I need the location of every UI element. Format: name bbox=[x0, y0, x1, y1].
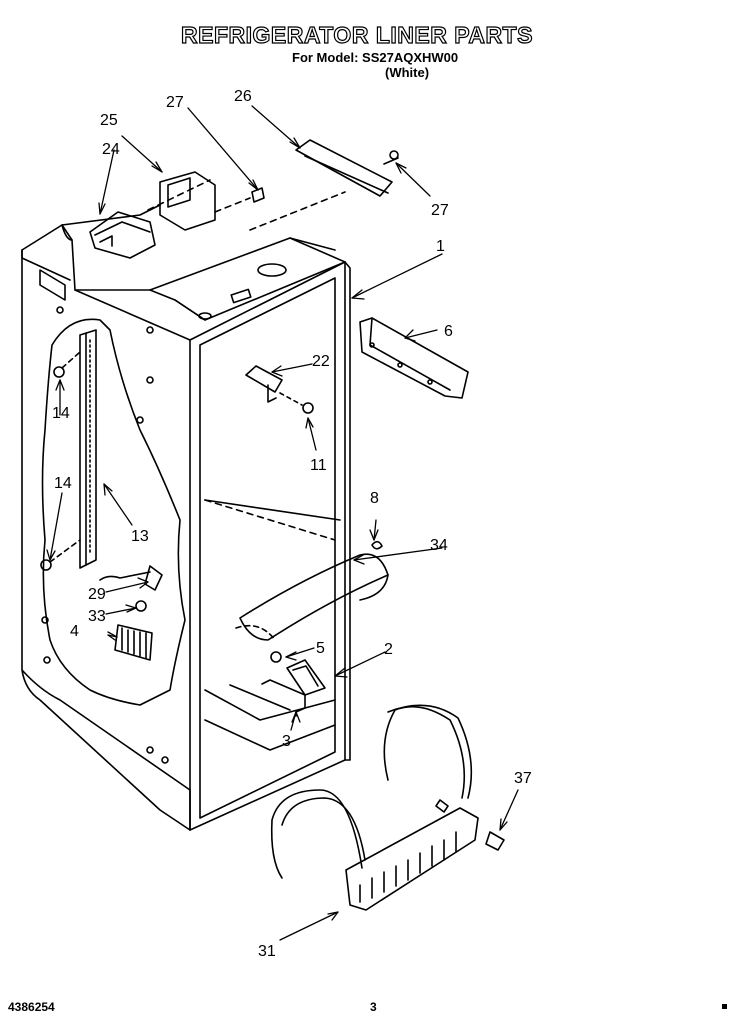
callout-31: 31 bbox=[258, 943, 276, 960]
callout-37: 37 bbox=[514, 770, 532, 787]
page-number: 3 bbox=[370, 1000, 377, 1014]
cabinet-liner bbox=[21, 204, 351, 831]
part-31-heater bbox=[270, 704, 505, 911]
callout-1: 1 bbox=[436, 238, 445, 255]
callout-2: 2 bbox=[384, 641, 393, 658]
callout-24: 24 bbox=[102, 141, 120, 158]
callout-8: 8 bbox=[370, 490, 379, 507]
part-26-bracket bbox=[249, 139, 399, 231]
callout-5: 5 bbox=[316, 640, 325, 657]
callout-29: 29 bbox=[88, 586, 106, 603]
callout-26: 26 bbox=[234, 88, 252, 105]
callout-6: 6 bbox=[444, 323, 453, 340]
part-6-trim bbox=[359, 317, 469, 399]
part-14-screws bbox=[40, 351, 81, 571]
callout-4: 4 bbox=[70, 623, 79, 640]
parts-4-29-33 bbox=[99, 565, 163, 661]
callout-27-upper: 27 bbox=[166, 94, 184, 111]
part-13-rail bbox=[79, 329, 97, 569]
callout-34: 34 bbox=[430, 537, 448, 554]
color-line: (White) bbox=[385, 65, 430, 80]
page-title: REFRIGERATOR LINER PARTS bbox=[180, 21, 533, 48]
callout-13: 13 bbox=[131, 528, 149, 545]
model-line: For Model: SS27AQXHW00 bbox=[292, 50, 459, 65]
document-number: 4386254 bbox=[8, 1000, 55, 1014]
corner-mark bbox=[722, 1004, 727, 1009]
callout-22: 22 bbox=[312, 353, 330, 370]
callout-27-right: 27 bbox=[431, 202, 449, 219]
callout-14-lower: 14 bbox=[54, 475, 72, 492]
callout-labels: 1 2 3 4 5 6 8 11 13 14 14 22 24 25 26 27… bbox=[52, 88, 532, 960]
part-22-bracket bbox=[245, 365, 314, 414]
part-34-cover bbox=[235, 540, 389, 641]
callout-25: 25 bbox=[100, 112, 118, 129]
callout-11: 11 bbox=[310, 457, 327, 474]
parts-2-3-5 bbox=[261, 651, 326, 717]
part-24-25-housing bbox=[89, 171, 265, 259]
callout-33: 33 bbox=[88, 608, 106, 625]
leader-lines bbox=[46, 105, 519, 941]
callout-3: 3 bbox=[282, 733, 291, 750]
callout-14-upper: 14 bbox=[52, 405, 70, 422]
